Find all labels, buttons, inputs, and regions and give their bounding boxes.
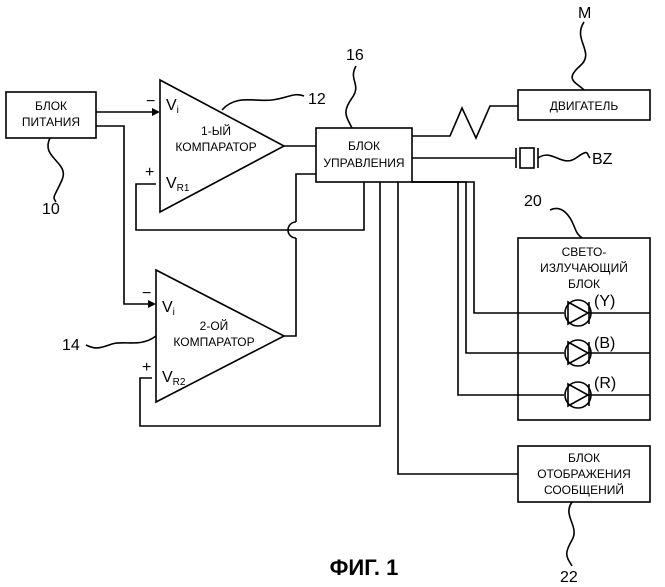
power-supply-label-line1: БЛОК: [35, 99, 67, 113]
buzzer-ref: BZ: [592, 151, 613, 168]
power-supply-label-line2: ПИТАНИЯ: [22, 115, 80, 129]
motor-leader: [572, 22, 586, 90]
display-block-label-line2: ОТОБРАЖЕНИЯ: [537, 467, 631, 481]
comparator-1-minus-sign: −: [146, 93, 155, 110]
comparator-1-label-line2: КОМПАРАТОР: [175, 140, 256, 154]
display-block-label-line1: БЛОК: [568, 451, 600, 465]
comparator-2-ref: 14: [62, 337, 80, 354]
display-block-leader: [567, 502, 574, 566]
comparator-2-label-line1: 2-ОЙ: [200, 318, 229, 333]
light-block-label-line3: БЛОК: [568, 277, 600, 291]
power-supply-leader: [48, 138, 63, 202]
led-blue-label: (B): [594, 335, 615, 352]
power-supply-ref: 10: [42, 201, 60, 218]
buzzer-symbol: [516, 148, 538, 168]
control-block: БЛОК УПРАВЛЕНИЯ: [316, 128, 412, 182]
control-block-ref: 16: [346, 47, 364, 64]
control-block-label-line1: БЛОК: [348, 139, 380, 153]
light-block-label-line2: ИЗЛУЧАЮЩИЙ: [540, 260, 628, 275]
motor-block: ДВИГАТЕЛЬ: [518, 90, 650, 120]
comparator-1-plus-sign: +: [145, 164, 154, 181]
light-block-ref: 20: [524, 193, 542, 210]
comparator-2-minus-sign: −: [142, 285, 151, 302]
light-block-leader: [550, 208, 582, 238]
power-supply-block: БЛОК ПИТАНИЯ: [6, 92, 96, 138]
control-block-label-line2: УПРАВЛЕНИЯ: [323, 156, 404, 170]
comparator-2: − Vi + VR2 2-ОЙ КОМПАРАТОР: [142, 270, 284, 402]
light-block-label-line1: СВЕТО-: [562, 245, 607, 259]
display-block-ref: 22: [560, 569, 578, 586]
motor-label: ДВИГАТЕЛЬ: [550, 99, 619, 113]
figure-caption: ФИГ. 1: [330, 555, 399, 580]
motor-ref: M: [578, 5, 591, 22]
led-yellow-label: (Y): [594, 293, 615, 310]
display-block-label-line3: СООБЩЕНИЙ: [544, 482, 624, 497]
control-block-leader: [346, 66, 356, 128]
comparator-2-label-line2: КОМПАРАТОР: [173, 335, 254, 349]
led-red-label: (R): [594, 375, 616, 392]
comparator-1-leader: [222, 95, 304, 110]
buzzer-leader: [538, 153, 590, 161]
comparator-1-ref: 12: [308, 91, 326, 108]
message-display-block: БЛОК ОТОБРАЖЕНИЯ СООБЩЕНИЙ: [518, 446, 650, 502]
comparator-2-plus-sign: +: [142, 359, 151, 376]
comparator-1-label-line1: 1-ЫЙ: [201, 123, 231, 138]
comparator-2-leader: [86, 336, 156, 348]
